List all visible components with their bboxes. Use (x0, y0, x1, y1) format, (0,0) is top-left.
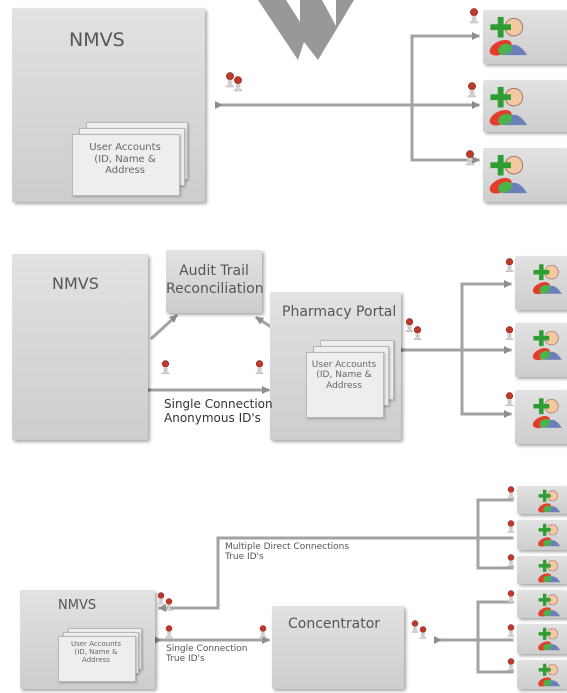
audit-trail-label: Audit Trail Reconciliation (166, 263, 264, 298)
person-icon (232, 76, 244, 97)
pharmacy-portal-label: Pharmacy Portal (282, 304, 397, 320)
single-connection-3-line2: True ID's (166, 654, 205, 665)
user-add-icon (536, 522, 562, 553)
user-add-icon (486, 14, 530, 63)
user-add-icon (530, 262, 564, 301)
user-add-icon (486, 84, 530, 133)
person-icon (412, 326, 423, 345)
person-icon (504, 392, 515, 411)
nmvs-label-2: NMVS (52, 274, 99, 293)
user-add-icon (536, 558, 562, 589)
person-icon (156, 592, 166, 610)
person-icon (506, 486, 516, 504)
user-accounts-document-3: User Accounts (ID, Name & Address (58, 628, 152, 688)
user-add-icon (536, 488, 562, 519)
person-icon (466, 82, 478, 103)
multiple-direct-connections-label: Multiple Direct Connections True ID's (225, 542, 349, 563)
person-icon (404, 318, 415, 337)
user-accounts-label-2: User Accounts (ID, Name & Address (311, 360, 377, 391)
person-icon (506, 624, 516, 642)
concentrator-box: Concentrator (272, 606, 404, 689)
direct-line1: Multiple Direct Connections (225, 542, 350, 552)
person-icon (254, 360, 265, 379)
user-add-icon (486, 152, 530, 201)
pharmacy-portal-box: Pharmacy Portal User Accounts (ID, Name … (270, 292, 401, 440)
person-icon (506, 658, 516, 676)
single-connection-line1: Single Connection (164, 397, 273, 411)
nmvs-label: NMVS (69, 29, 125, 51)
person-icon (506, 520, 516, 538)
user-accounts-document-2: User Accounts (ID, Name & Address (306, 340, 400, 420)
person-icon (164, 625, 174, 643)
person-icon (468, 8, 480, 29)
person-icon (506, 554, 516, 572)
audit-trail-box: Audit Trail Reconciliation (166, 250, 264, 313)
person-icon (224, 72, 236, 93)
nmvs-server-box-3: NMVS User Accounts (ID, Name & Address (20, 590, 155, 689)
user-accounts-label: User Accounts (ID, Name & Address (89, 142, 161, 176)
user-add-icon (536, 626, 562, 657)
person-icon (504, 326, 515, 345)
person-icon (464, 150, 476, 171)
user-accounts-document: User Accounts (ID, Name & Address (72, 122, 202, 198)
user-add-icon (530, 328, 564, 367)
user-add-icon (536, 592, 562, 623)
nmvs-server-box-2: NMVS (12, 254, 148, 440)
person-icon (410, 620, 420, 638)
person-icon (164, 598, 174, 616)
single-connection-label-3: Single Connection True ID's (166, 644, 247, 665)
person-icon (418, 626, 428, 644)
concentrator-label: Concentrator (288, 616, 381, 632)
nmvs-label-3: NMVS (58, 598, 97, 613)
person-icon (160, 360, 171, 379)
direct-line2: True ID's (225, 552, 264, 563)
nmvs-server-box: NMVS User Accounts (ID, Name & Address (12, 8, 205, 202)
single-connection-line2: Anonymous ID's (164, 410, 261, 425)
user-add-icon (536, 662, 562, 693)
single-connection-label: Single Connection Anonymous ID's (164, 397, 273, 426)
user-add-icon (530, 396, 564, 435)
person-icon (258, 625, 268, 643)
user-accounts-label-3: User Accounts (ID, Name & Address (70, 640, 122, 665)
person-icon (504, 258, 515, 277)
single-connection-3-line1: Single Connection (166, 644, 248, 654)
person-icon (506, 590, 516, 608)
